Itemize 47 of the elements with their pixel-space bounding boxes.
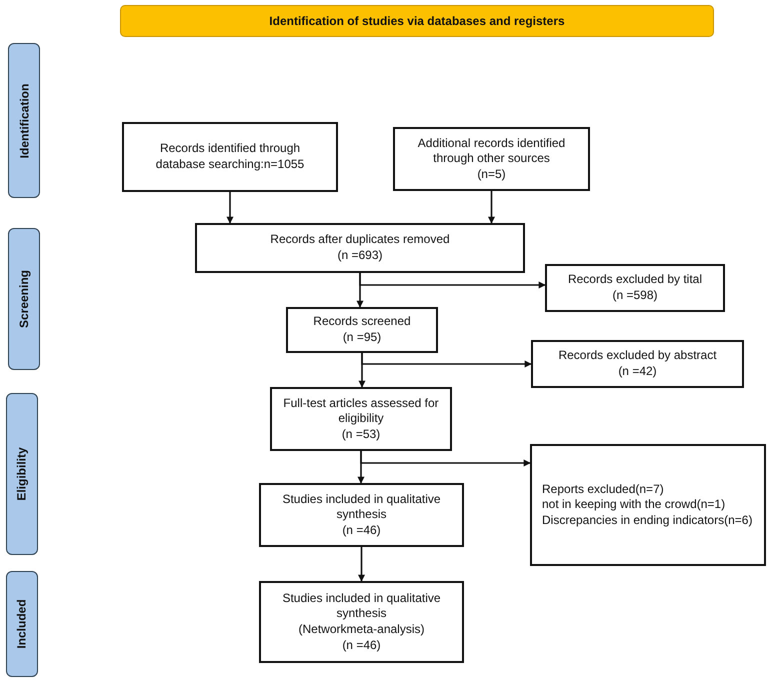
process-box bbox=[393, 127, 590, 191]
header-band bbox=[120, 5, 714, 37]
box-text: (n =598) bbox=[612, 288, 658, 304]
stage-label: Screening bbox=[17, 270, 31, 328]
box-text: Reports excluded(n=7) bbox=[542, 482, 664, 498]
process-box bbox=[195, 223, 525, 273]
box-text: Additional records identified through other sources bbox=[416, 136, 566, 167]
box-text: (n =693) bbox=[337, 248, 383, 264]
box-text: Discrepancies in ending indicators(n=6) bbox=[542, 512, 752, 528]
process-box bbox=[530, 444, 766, 566]
stage-tab bbox=[8, 228, 40, 370]
box-text: Records excluded by abstract bbox=[558, 348, 717, 364]
process-box bbox=[545, 264, 725, 312]
box-text: (n =42) bbox=[618, 364, 657, 380]
process-box bbox=[122, 122, 338, 192]
box-text: (n =46) bbox=[342, 638, 381, 654]
stage-tab bbox=[8, 43, 40, 198]
process-box bbox=[259, 483, 464, 547]
box-text: Studies included in qualitative synthesis bbox=[281, 492, 442, 523]
process-box bbox=[286, 307, 438, 353]
stage-label: Identification bbox=[17, 83, 31, 158]
box-text: (n=5) bbox=[477, 166, 506, 182]
process-box bbox=[531, 340, 744, 388]
arrow bbox=[226, 192, 234, 224]
stage-tab bbox=[6, 571, 38, 677]
arrow bbox=[360, 451, 531, 466]
box-text: not in keeping with the crowd(n=1) bbox=[542, 497, 726, 513]
stage-label: Eligibility bbox=[15, 447, 29, 501]
box-text: Records excluded by tital bbox=[568, 272, 702, 288]
box-text: (n =53) bbox=[342, 426, 380, 442]
box-text: (Networkmeta-analysis) bbox=[298, 622, 425, 638]
box-text: (n =95) bbox=[342, 330, 382, 346]
box-text: Full-test articles assessed for eligibility bbox=[282, 396, 440, 427]
stage-label: Included bbox=[15, 599, 29, 649]
header-text: Identification of studies via databases and registers bbox=[269, 14, 565, 28]
arrow bbox=[488, 191, 495, 224]
box-text: Studies included in qualitative synthesis bbox=[281, 590, 442, 622]
box-text: (n =46) bbox=[342, 522, 381, 538]
stage-tab bbox=[6, 393, 38, 555]
arrow bbox=[359, 273, 546, 288]
box-text: Records screened bbox=[313, 314, 411, 330]
arrow bbox=[358, 547, 365, 582]
arrow bbox=[361, 353, 532, 368]
box-text: Records after duplicates removed bbox=[270, 232, 450, 248]
process-box bbox=[259, 581, 464, 663]
box-text: Records identified through database searching:n=1055 bbox=[154, 141, 306, 173]
process-box bbox=[270, 387, 452, 451]
